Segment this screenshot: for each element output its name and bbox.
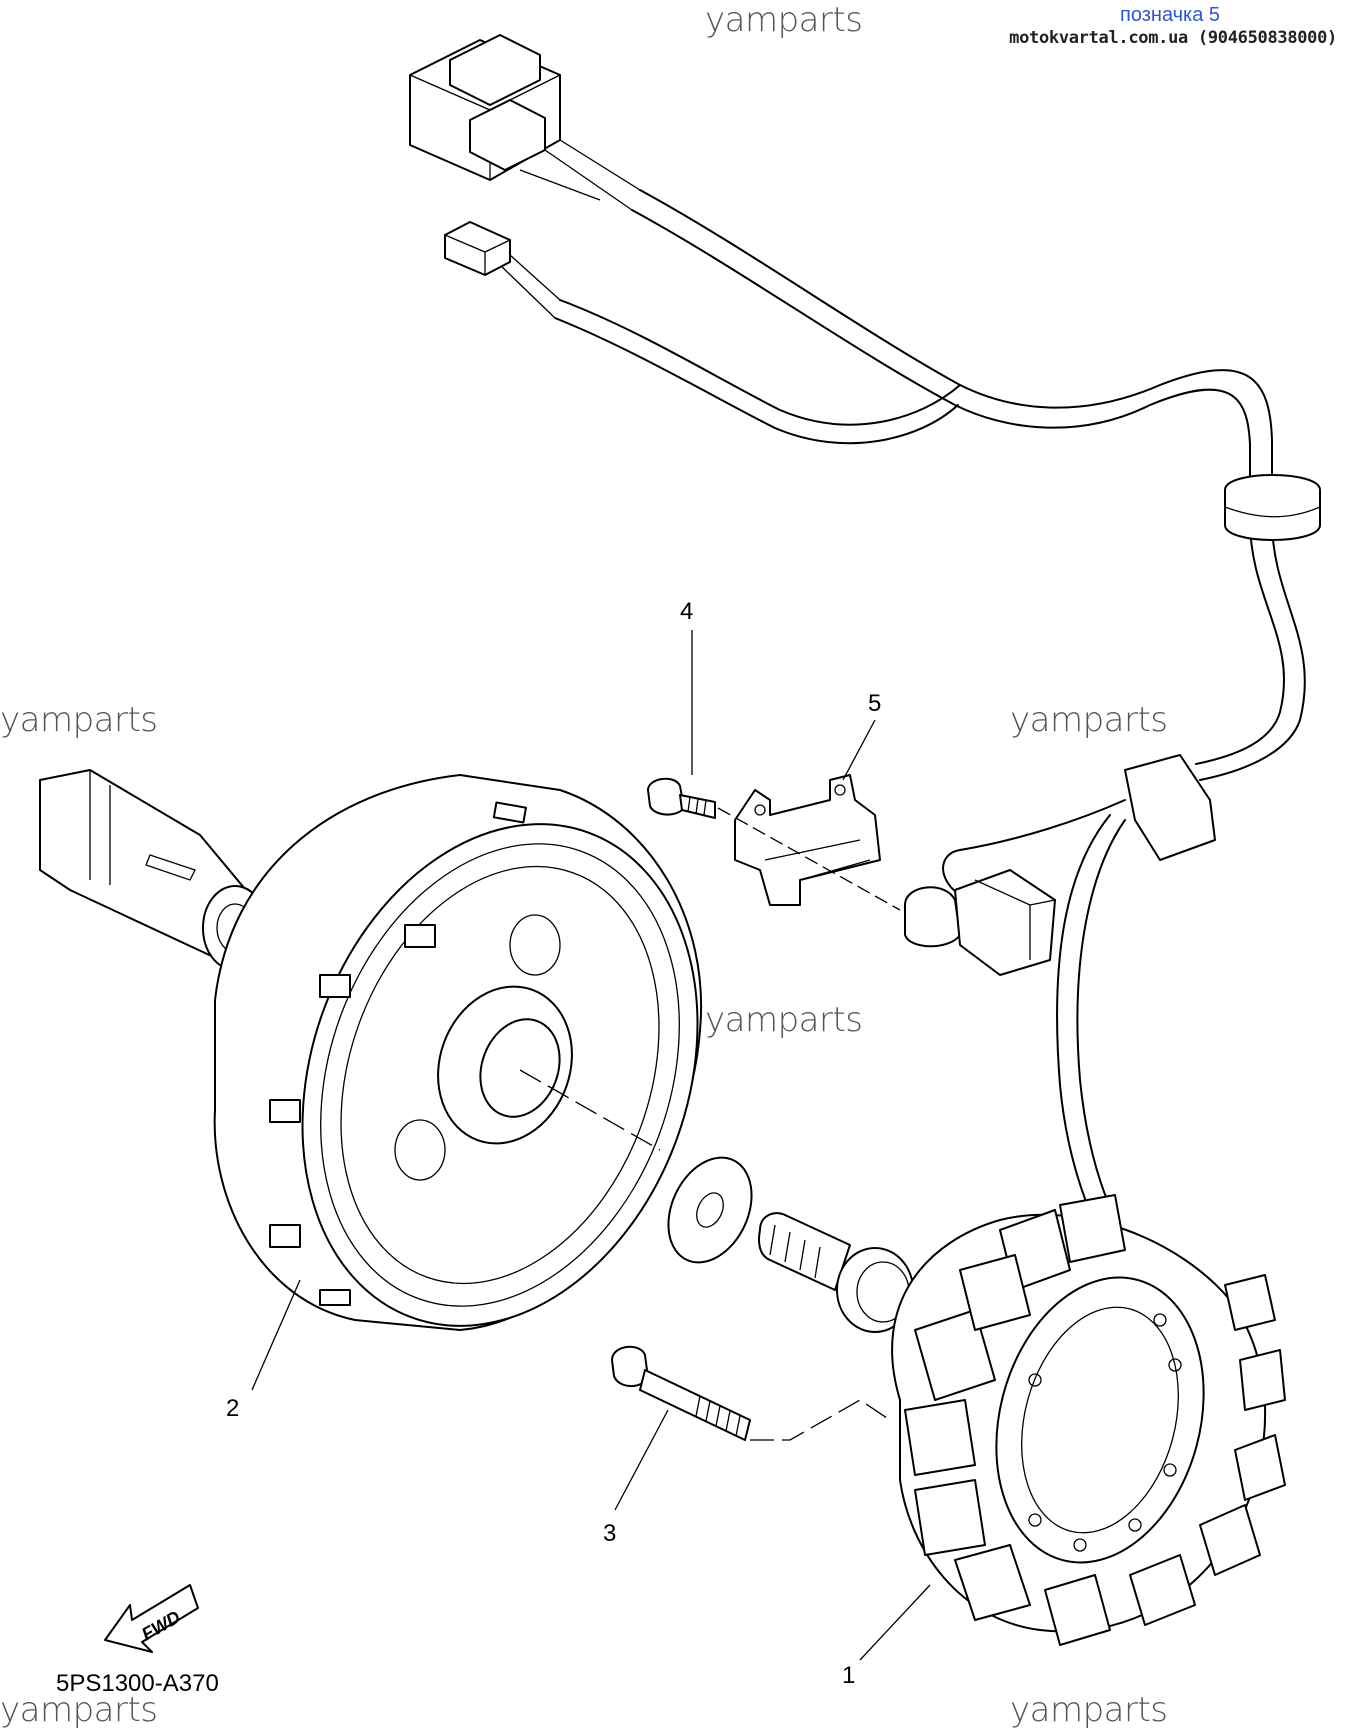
- bracket-part-5: [734, 774, 881, 906]
- callout-4: 4: [680, 598, 694, 625]
- flywheel-rotor-part-2: [213, 774, 703, 1331]
- tag-subtitle: motokvartal.com.ua (904650838000): [1009, 28, 1337, 48]
- screw-part-4: [647, 777, 901, 911]
- screw-part-3: [611, 1345, 891, 1441]
- stator-part-1: [891, 1194, 1286, 1646]
- watermark-right: yamparts: [1010, 700, 1168, 740]
- callout-2: 2: [226, 1395, 240, 1422]
- watermark-center: yamparts: [705, 1000, 863, 1040]
- callout-3: 3: [603, 1520, 617, 1547]
- leader-lines: [251, 630, 931, 1661]
- callout-5: 5: [868, 690, 882, 717]
- watermark-bottom-right: yamparts: [1010, 1690, 1168, 1730]
- washer-and-bolt: [667, 1156, 914, 1333]
- watermark-bottom-left: yamparts: [0, 1690, 158, 1730]
- watermark-top: yamparts: [705, 0, 863, 40]
- tag-title: позначка 5: [1120, 4, 1221, 26]
- watermark-left: yamparts: [0, 700, 158, 740]
- fwd-arrow: FWD: [104, 1584, 199, 1653]
- wire-harness: [409, 34, 1321, 1301]
- diagram-code: 5PS1300-A370: [56, 1670, 219, 1697]
- callout-1: 1: [842, 1662, 856, 1689]
